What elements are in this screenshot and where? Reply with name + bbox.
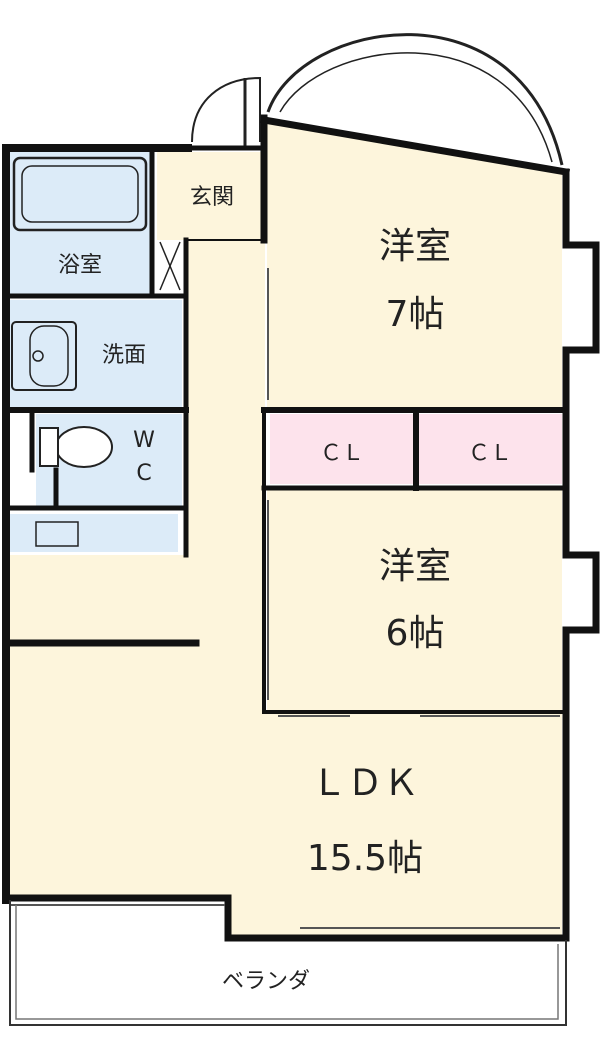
bathtub-icon <box>12 156 148 232</box>
closet-right-area <box>419 414 562 484</box>
entrance-door-swing <box>191 76 261 143</box>
ldk-area <box>10 240 562 935</box>
walls <box>2 114 600 942</box>
western-room-6-name: 洋室 <box>379 546 451 587</box>
wash-basin-icon <box>11 321 77 391</box>
western-room-7-area <box>267 122 562 408</box>
closet-left-label: ＣＬ <box>320 441 364 466</box>
washroom-label: 洗面 <box>102 343 146 368</box>
kitchen-sink-icon <box>35 521 79 547</box>
entrance-label: 玄関 <box>190 185 234 210</box>
wash-bowl-icon <box>29 325 69 387</box>
closet-left-area <box>270 414 413 484</box>
western-room-7-size: 7帖 <box>386 294 445 335</box>
bay-window-inner <box>279 52 553 163</box>
bay-window <box>266 33 564 166</box>
windows <box>10 268 560 929</box>
tap-icon <box>32 350 44 362</box>
balcony-label: ベランダ <box>222 969 310 994</box>
bathtub-inner-icon <box>21 165 139 223</box>
kitchen-counter-area <box>10 514 178 552</box>
ldk-size: 15.5帖 <box>307 838 423 879</box>
toilet-tank-icon <box>39 427 59 467</box>
closet-right-label: ＣＬ <box>468 441 512 466</box>
wc-label-w: W <box>133 428 155 453</box>
western-room-7-name: 洋室 <box>379 226 451 267</box>
balcony-outline <box>9 900 567 1026</box>
ldk-name: ＬＤＫ <box>311 763 419 804</box>
wc-label-c: C <box>136 461 151 486</box>
entrance-area <box>157 152 263 240</box>
western-room-6-size: 6帖 <box>386 613 445 654</box>
bath-label: 浴室 <box>58 253 102 278</box>
toilet-icon <box>55 426 113 468</box>
balcony-rail <box>15 905 559 1020</box>
washer-box-x2 <box>159 241 181 291</box>
wc-area <box>36 414 182 506</box>
western-room-6-area <box>267 488 562 712</box>
